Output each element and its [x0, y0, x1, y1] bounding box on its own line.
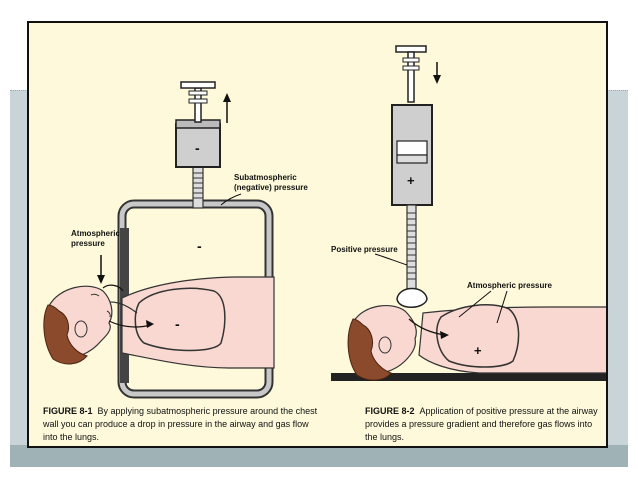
- bed: [331, 373, 606, 381]
- caption-figure-8-1: FIGURE 8-1 By applying subatmospheric pr…: [43, 405, 323, 444]
- syringe-barrel: [175, 123, 221, 168]
- figure-8-2-drawing: [331, 45, 606, 381]
- caption-label-1: FIGURE 8-1: [43, 406, 93, 416]
- slide-footer-band: [10, 445, 628, 467]
- lung-sign-1: -: [175, 316, 180, 332]
- syringe-tube: [192, 165, 204, 209]
- chamber-sign-1: -: [197, 238, 202, 254]
- syringe-tube-2: [406, 204, 417, 290]
- caption-figure-8-2: FIGURE 8-2 Application of positive press…: [365, 405, 605, 444]
- caption-label-2: FIGURE 8-2: [365, 406, 415, 416]
- syringe-plunger-2: [407, 51, 415, 103]
- lung-1: [134, 287, 226, 352]
- flow-arrow-icon: [146, 320, 154, 328]
- figure-panel: - - - + + Atmospheric pressure Subatmosp…: [27, 21, 608, 448]
- syringe-sign-2: +: [407, 173, 415, 188]
- hair-2: [347, 318, 392, 381]
- flow-arrow-icon-2: [440, 331, 449, 339]
- syringe-sign-1: -: [195, 140, 200, 156]
- arrow-down-icon-2: [433, 75, 441, 84]
- caption-text-2: Application of positive pressure at the …: [365, 406, 598, 442]
- positive-pressure-label: Positive pressure: [331, 245, 398, 254]
- subatmospheric-label: Subatmospheric (negative) pressure: [234, 173, 308, 192]
- caption-text-1: By applying subatmospheric pressure arou…: [43, 406, 318, 442]
- arrow-down-icon: [97, 275, 105, 284]
- lung-sign-2: +: [474, 343, 482, 358]
- figure-8-1-drawing: [43, 81, 275, 399]
- face-mask: [396, 287, 428, 308]
- atmospheric-pressure-label-2: Atmospheric pressure: [467, 281, 552, 290]
- diagram-canvas: - - - + +: [43, 45, 606, 399]
- arrow-up-icon: [223, 93, 231, 102]
- hair-1: [43, 304, 88, 365]
- atmospheric-label: Atmospheric pressure: [71, 229, 120, 248]
